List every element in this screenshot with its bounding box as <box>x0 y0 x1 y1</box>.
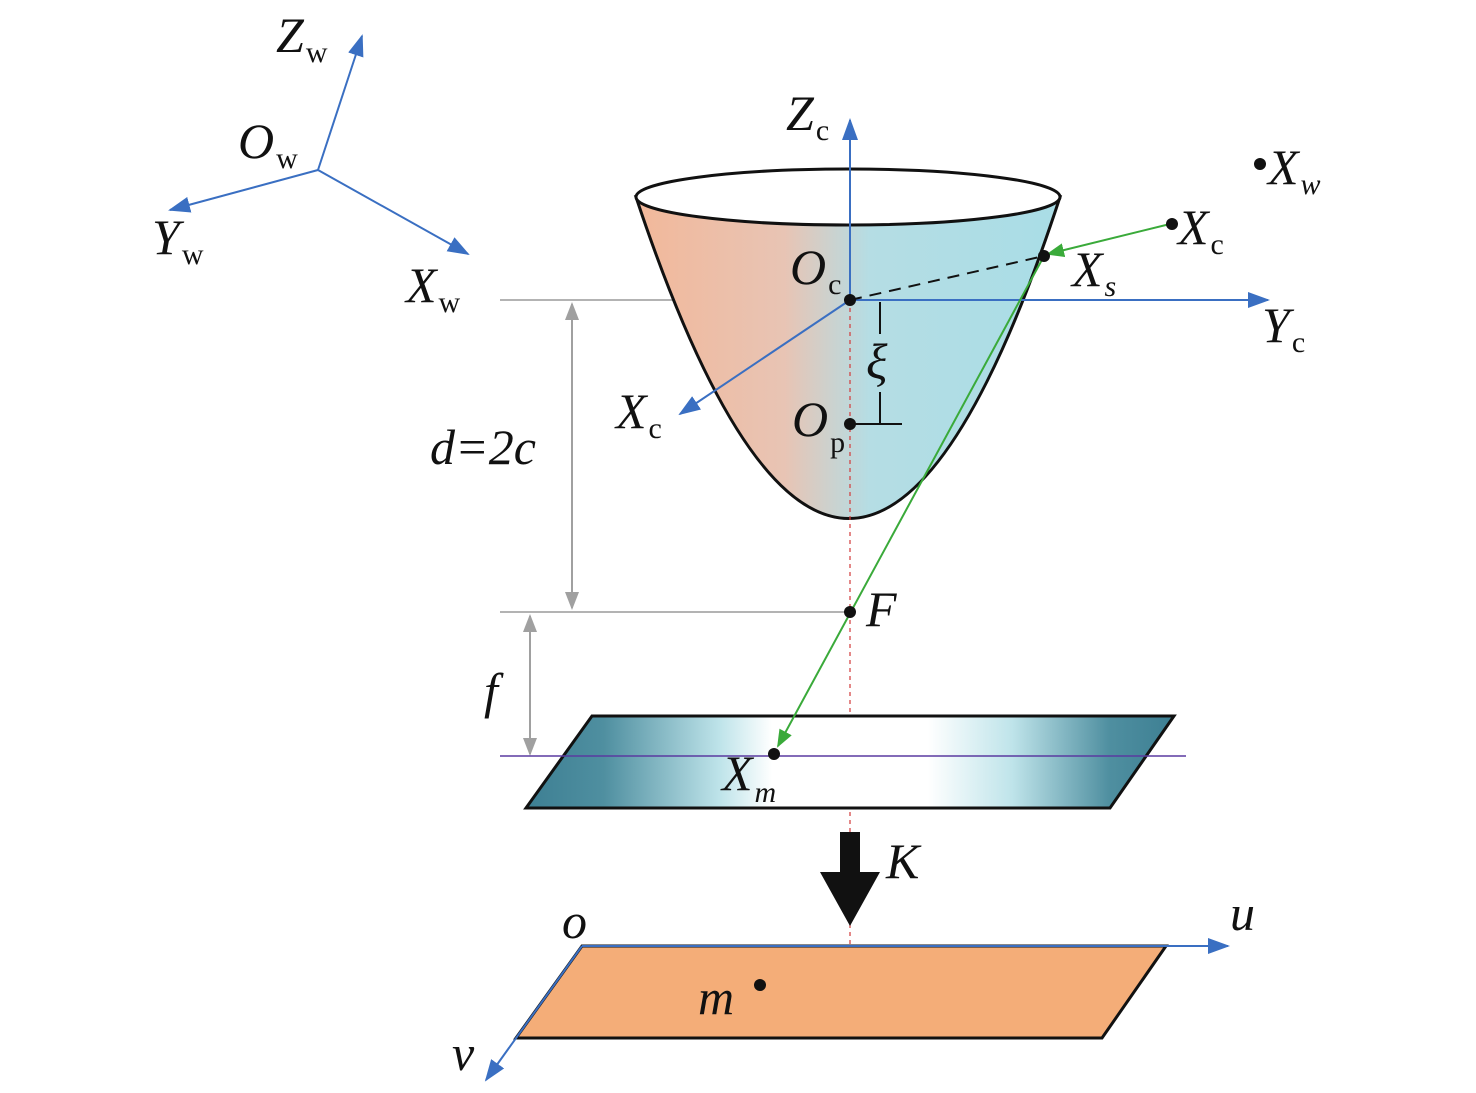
pixel-plane-surface <box>513 944 1169 1040</box>
image-plane <box>500 714 1186 810</box>
k-arrow-shape <box>820 832 880 926</box>
world-origin-label: Ow <box>238 113 298 175</box>
intrinsic-k-arrow: K <box>820 832 922 926</box>
k-label: K <box>885 833 922 889</box>
world-point-label: Xw <box>1266 139 1321 201</box>
camera-z-label: Zc <box>786 85 829 147</box>
world-point <box>1254 158 1266 170</box>
world-z-axis <box>317 34 364 171</box>
xi-label: ξ <box>866 333 888 389</box>
focal-length-label: f <box>484 663 504 719</box>
camera-x-axis <box>678 299 851 416</box>
surface-point-label: Xs <box>1070 241 1116 303</box>
pixel-u-label: u <box>1230 885 1255 941</box>
mirror-rim <box>634 167 1062 227</box>
focal-length-dimension: f <box>484 614 537 756</box>
image-plane-surface <box>523 714 1177 810</box>
ray-xs-to-xm <box>777 255 1045 748</box>
surface-point <box>1038 250 1050 262</box>
mirror-body <box>633 195 1063 520</box>
dashed-ray-oc-xs <box>849 255 1045 301</box>
world-y-axis <box>168 169 319 213</box>
camera-point <box>1166 218 1178 230</box>
xi-bracket: ξ <box>850 302 902 425</box>
pixel-v-label: v <box>452 1025 475 1081</box>
camera-point-label: Xc <box>1176 199 1224 261</box>
world-x-label: Xw <box>404 257 461 319</box>
world-z-label: Zw <box>276 7 328 69</box>
camera-frame: Zc Yc Xc Oc <box>614 85 1305 445</box>
world-x-axis <box>317 169 470 255</box>
camera-origin-label: Oc <box>790 239 841 301</box>
pixel-origin-label: o <box>562 893 587 949</box>
image-point-label: Xm <box>720 745 776 809</box>
camera-y-label: Yc <box>1262 297 1305 359</box>
pixel-point-label: m <box>698 969 734 1025</box>
proj-origin-label: Op <box>792 391 845 459</box>
proj-origin-point <box>844 418 856 430</box>
world-frame: Ow Zw Yw Xw <box>152 7 470 319</box>
world-y-label: Yw <box>152 209 204 271</box>
focal-point <box>844 606 856 618</box>
distance-label: d=2c <box>430 419 536 475</box>
camera-x-label: Xc <box>614 383 662 445</box>
image-point <box>768 748 780 760</box>
camera-origin-point <box>844 294 856 306</box>
ray-xc-to-xs <box>1046 223 1171 257</box>
focal-point-label: F <box>865 581 897 637</box>
pixel-v-axis <box>484 945 583 1082</box>
pixel-point <box>754 979 766 991</box>
pixel-plane: o u v m <box>452 885 1255 1082</box>
distance-dimension: d=2c <box>430 302 579 610</box>
